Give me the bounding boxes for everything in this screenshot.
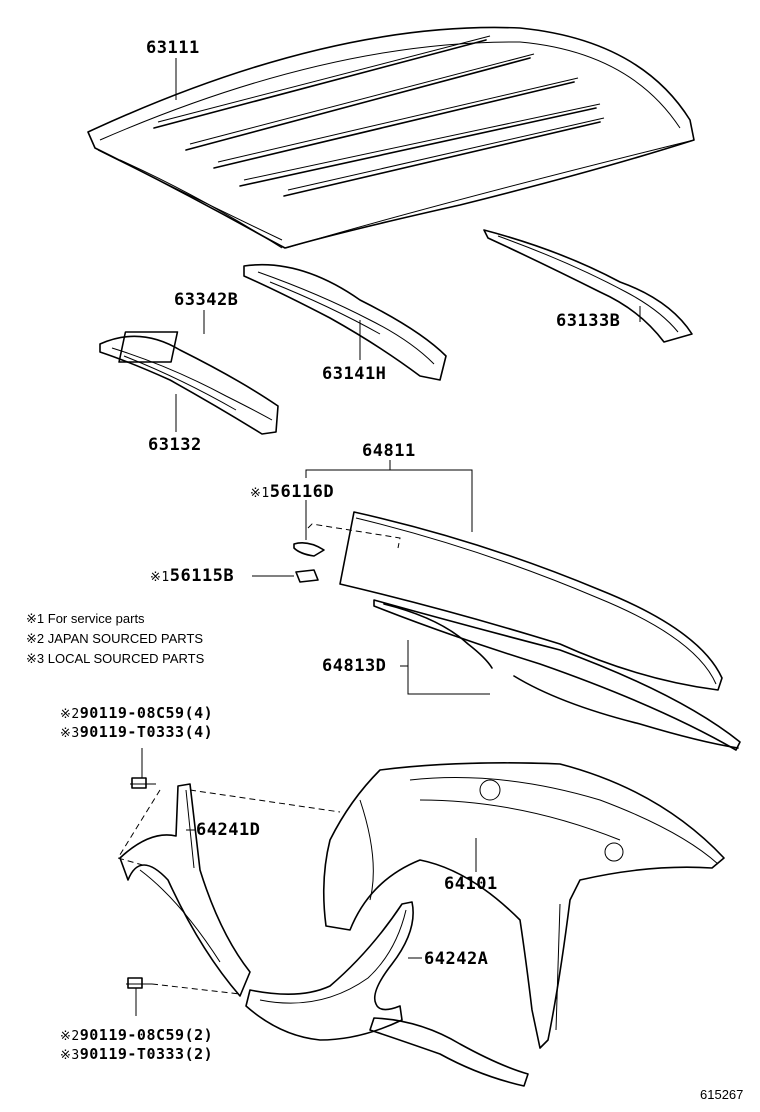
label-63132: 63132 [148,435,202,455]
label-64101: 64101 [444,874,498,894]
label-56115b: ※156115B [150,568,234,585]
roof-front-rail-drawing [243,263,447,381]
source-mark: ※3 [60,1048,80,1063]
roof-rear-rail-drawing [483,229,693,343]
part-number: 90119-08C59(4) [79,704,214,722]
source-mark: ※3 [60,726,80,741]
note-mark: ※3 [26,651,45,666]
source-mark: ※2 [60,707,80,722]
label-63111: 63111 [146,38,200,58]
note-line: ※2 JAPAN SOURCED PARTS [26,632,204,645]
label-64813d: 64813D [322,656,387,676]
note-text: For service parts [47,611,145,626]
source-mark: ※2 [60,1029,80,1044]
glass-spacer-drawing [295,569,319,583]
roof-panel-drawing [87,26,695,249]
note-text: LOCAL SOURCED PARTS [47,651,205,666]
label-63133b: 63133B [556,311,621,331]
label-56116d: ※156116D [250,484,334,501]
service-mark: ※1 [150,570,170,585]
note-mark: ※2 [26,631,45,646]
label-64811: 64811 [362,441,416,461]
note-line: ※1 For service parts [26,612,204,625]
note-mark: ※1 [26,611,45,626]
note-text: JAPAN SOURCED PARTS [47,631,204,646]
part-number: 56116D [269,482,335,502]
back-panel-drawing [322,762,725,1049]
fastener-upper-local: ※390119-T0333(4) [60,723,214,741]
roof-header-drawing [99,335,279,435]
side-pillar-drawing [119,783,251,997]
part-number: 90119-08C59(2) [79,1026,214,1044]
fastener-lower-local: ※390119-T0333(2) [60,1045,214,1063]
note-line: ※3 LOCAL SOURCED PARTS [26,652,204,665]
part-number: 56115B [169,566,235,586]
fastener-upper-japan: ※290119-08C59(4) [60,704,214,722]
glass-clip-drawing [293,542,325,557]
part-number: 90119-T0333(2) [79,1045,214,1063]
label-63342b: 63342B [174,290,239,310]
service-mark: ※1 [250,486,270,501]
fastener-lower-japan: ※290119-08C59(2) [60,1026,214,1044]
back-door-glass-drawing [339,511,741,751]
upper-fastener-drawing [130,777,156,789]
label-63141h: 63141H [322,364,387,384]
legend-notes: ※1 For service parts ※2 JAPAN SOURCED PA… [26,612,204,665]
part-number: 90119-T0333(4) [79,723,214,741]
label-64241d: 64241D [196,820,261,840]
diagram-id: 615267 [700,1087,744,1102]
lower-fastener-drawing [126,977,152,989]
lower-pillar-drawing [245,901,529,1087]
label-64242a: 64242A [424,949,489,969]
